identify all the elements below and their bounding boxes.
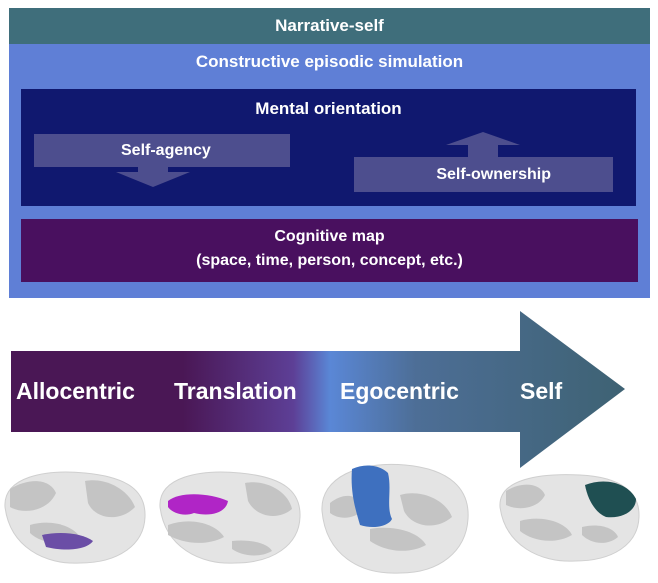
stage-self: Self	[520, 378, 563, 404]
cognitive-map-box: Cognitive map (space, time, person, conc…	[21, 219, 638, 282]
self-region	[585, 481, 636, 518]
cognitive-map-sublabel: (space, time, person, concept, etc.)	[196, 252, 463, 269]
stage-allocentric: Allocentric	[16, 378, 135, 404]
narrative-self-band: Narrative-self	[9, 8, 650, 44]
stage-egocentric: Egocentric	[340, 378, 459, 404]
self-agency-label: Self-agency	[121, 141, 211, 159]
brain-illustrations	[4, 463, 640, 574]
brain-egocentric	[321, 463, 469, 574]
self-ownership-label: Self-ownership	[436, 165, 551, 183]
allocentric-region	[42, 533, 93, 550]
narrative-self-label: Narrative-self	[275, 16, 384, 35]
brain-allocentric	[4, 471, 146, 564]
constructive-episodic-simulation-label: Constructive episodic simulation	[195, 52, 464, 71]
up-arrow-icon	[446, 132, 520, 158]
constructive-episodic-simulation-box: Constructive episodic simulation Mental …	[9, 44, 650, 298]
self-ownership-bar: Self-ownership	[354, 157, 613, 192]
brain-self	[499, 474, 640, 562]
stage-translation: Translation	[174, 378, 297, 404]
self-agency-bar: Self-agency	[34, 134, 290, 167]
egocentric-region	[351, 465, 392, 527]
brain-translation	[159, 471, 301, 564]
mental-orientation-box: Mental orientation Self-agency Self-owne…	[21, 89, 636, 206]
cognitive-map-label: Cognitive map	[274, 228, 385, 245]
translation-region	[168, 494, 228, 515]
down-arrow-icon	[116, 166, 190, 187]
mental-orientation-label: Mental orientation	[255, 99, 402, 118]
continuum-arrow	[11, 311, 625, 468]
